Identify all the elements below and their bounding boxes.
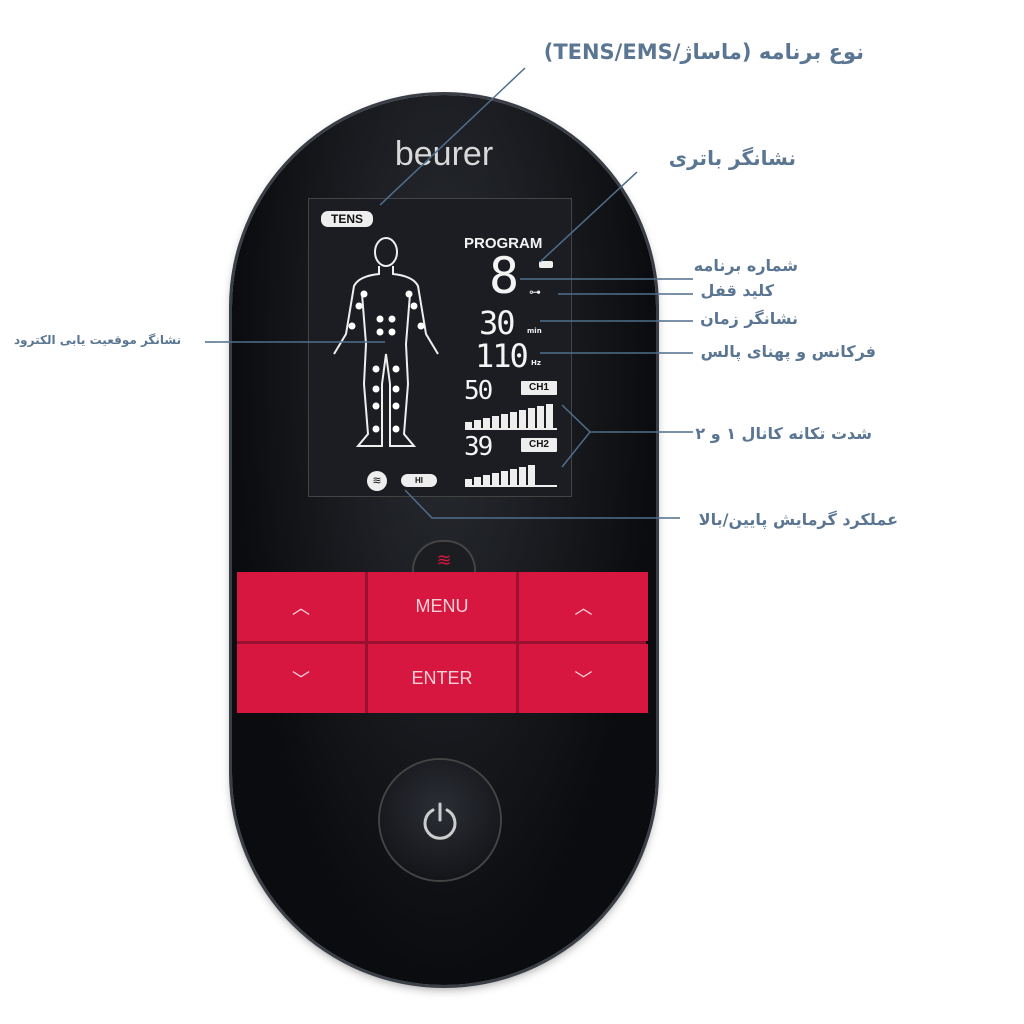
- mode-badge: TENS: [321, 211, 373, 227]
- intensity-segment: [492, 473, 499, 485]
- tens-device: beurer TENS ≋ HI PROGRAM 8 ⊶ 30 min 110 …: [232, 95, 656, 985]
- intensity-segment: [501, 414, 508, 428]
- ch1-up-button[interactable]: ︿: [237, 572, 365, 641]
- down-chevron-icon: ﹀: [292, 669, 310, 690]
- intensity-segment: [537, 406, 544, 428]
- control-pad: ︿ MENU ︿ ﹀ ENTER ﹀: [237, 572, 648, 713]
- ch2-value: 39: [464, 432, 493, 462]
- heat-indicator-icon: ≋: [367, 471, 387, 491]
- label-program-type: نوع برنامه (ماساژ/TENS/EMS): [543, 40, 864, 64]
- time-value: 30: [479, 304, 516, 342]
- intensity-segment: [474, 420, 481, 428]
- heat-level-badge: HI: [401, 474, 437, 487]
- intensity-segment: [519, 410, 526, 428]
- ch1-value: 50: [464, 376, 493, 406]
- program-label: PROGRAM: [464, 235, 543, 252]
- ch2-label: CH2: [521, 438, 557, 452]
- label-time: نشانگر زمان: [700, 309, 798, 328]
- label-key-lock: کلید قفل: [700, 281, 774, 300]
- up-chevron-icon: ︿: [292, 597, 310, 618]
- ch1-down-button[interactable]: ﹀: [237, 644, 365, 713]
- label-electrode: نشانگر موقعیت یابی الکترود: [14, 333, 182, 347]
- intensity-segment: [528, 408, 535, 428]
- intensity-segment: [510, 469, 517, 485]
- brand-logo: beurer: [394, 135, 494, 173]
- intensity-segment: [483, 418, 490, 428]
- down-chevron-icon: ﹀: [574, 669, 593, 690]
- intensity-segment: [492, 416, 499, 428]
- power-button[interactable]: [380, 760, 500, 880]
- label-frequency: فرکانس و پهنای پالس: [700, 342, 876, 361]
- menu-button[interactable]: MENU: [368, 572, 516, 641]
- intensity-segment: [483, 475, 490, 485]
- battery-icon: [539, 261, 553, 268]
- intensity-segment: [519, 467, 526, 485]
- frequency-value: 110: [475, 337, 529, 375]
- body-figure-icon: [333, 237, 439, 447]
- key-icon: ⊶: [529, 285, 541, 299]
- lcd-screen: TENS ≋ HI PROGRAM 8 ⊶ 30 min 110 Hz 50 C…: [308, 198, 572, 497]
- intensity-segment: [465, 479, 472, 485]
- ch2-intensity-bar: [465, 459, 557, 487]
- up-chevron-icon: ︿: [574, 597, 593, 618]
- label-battery: نشانگر باتری: [668, 146, 796, 170]
- ch2-up-button[interactable]: ︿: [519, 572, 648, 641]
- enter-button[interactable]: ENTER: [368, 644, 516, 713]
- intensity-segment: [510, 412, 517, 428]
- ch1-label: CH1: [521, 381, 557, 395]
- intensity-segment: [474, 477, 481, 485]
- power-icon: [423, 802, 457, 840]
- intensity-segment: [528, 465, 535, 485]
- label-intensity: شدت تکانه کانال ۱ و ۲: [695, 424, 872, 443]
- program-number: 8: [489, 247, 519, 305]
- frequency-unit: Hz: [531, 359, 541, 367]
- intensity-segment: [546, 404, 553, 428]
- label-program-number: شماره برنامه: [693, 256, 798, 275]
- time-unit: min: [527, 327, 542, 335]
- ch2-down-button[interactable]: ﹀: [519, 644, 648, 713]
- ch1-intensity-bar: [465, 402, 557, 430]
- label-heating: عملکرد گرمایش پایین/بالا: [698, 510, 898, 529]
- intensity-segment: [465, 422, 472, 428]
- intensity-segment: [501, 471, 508, 485]
